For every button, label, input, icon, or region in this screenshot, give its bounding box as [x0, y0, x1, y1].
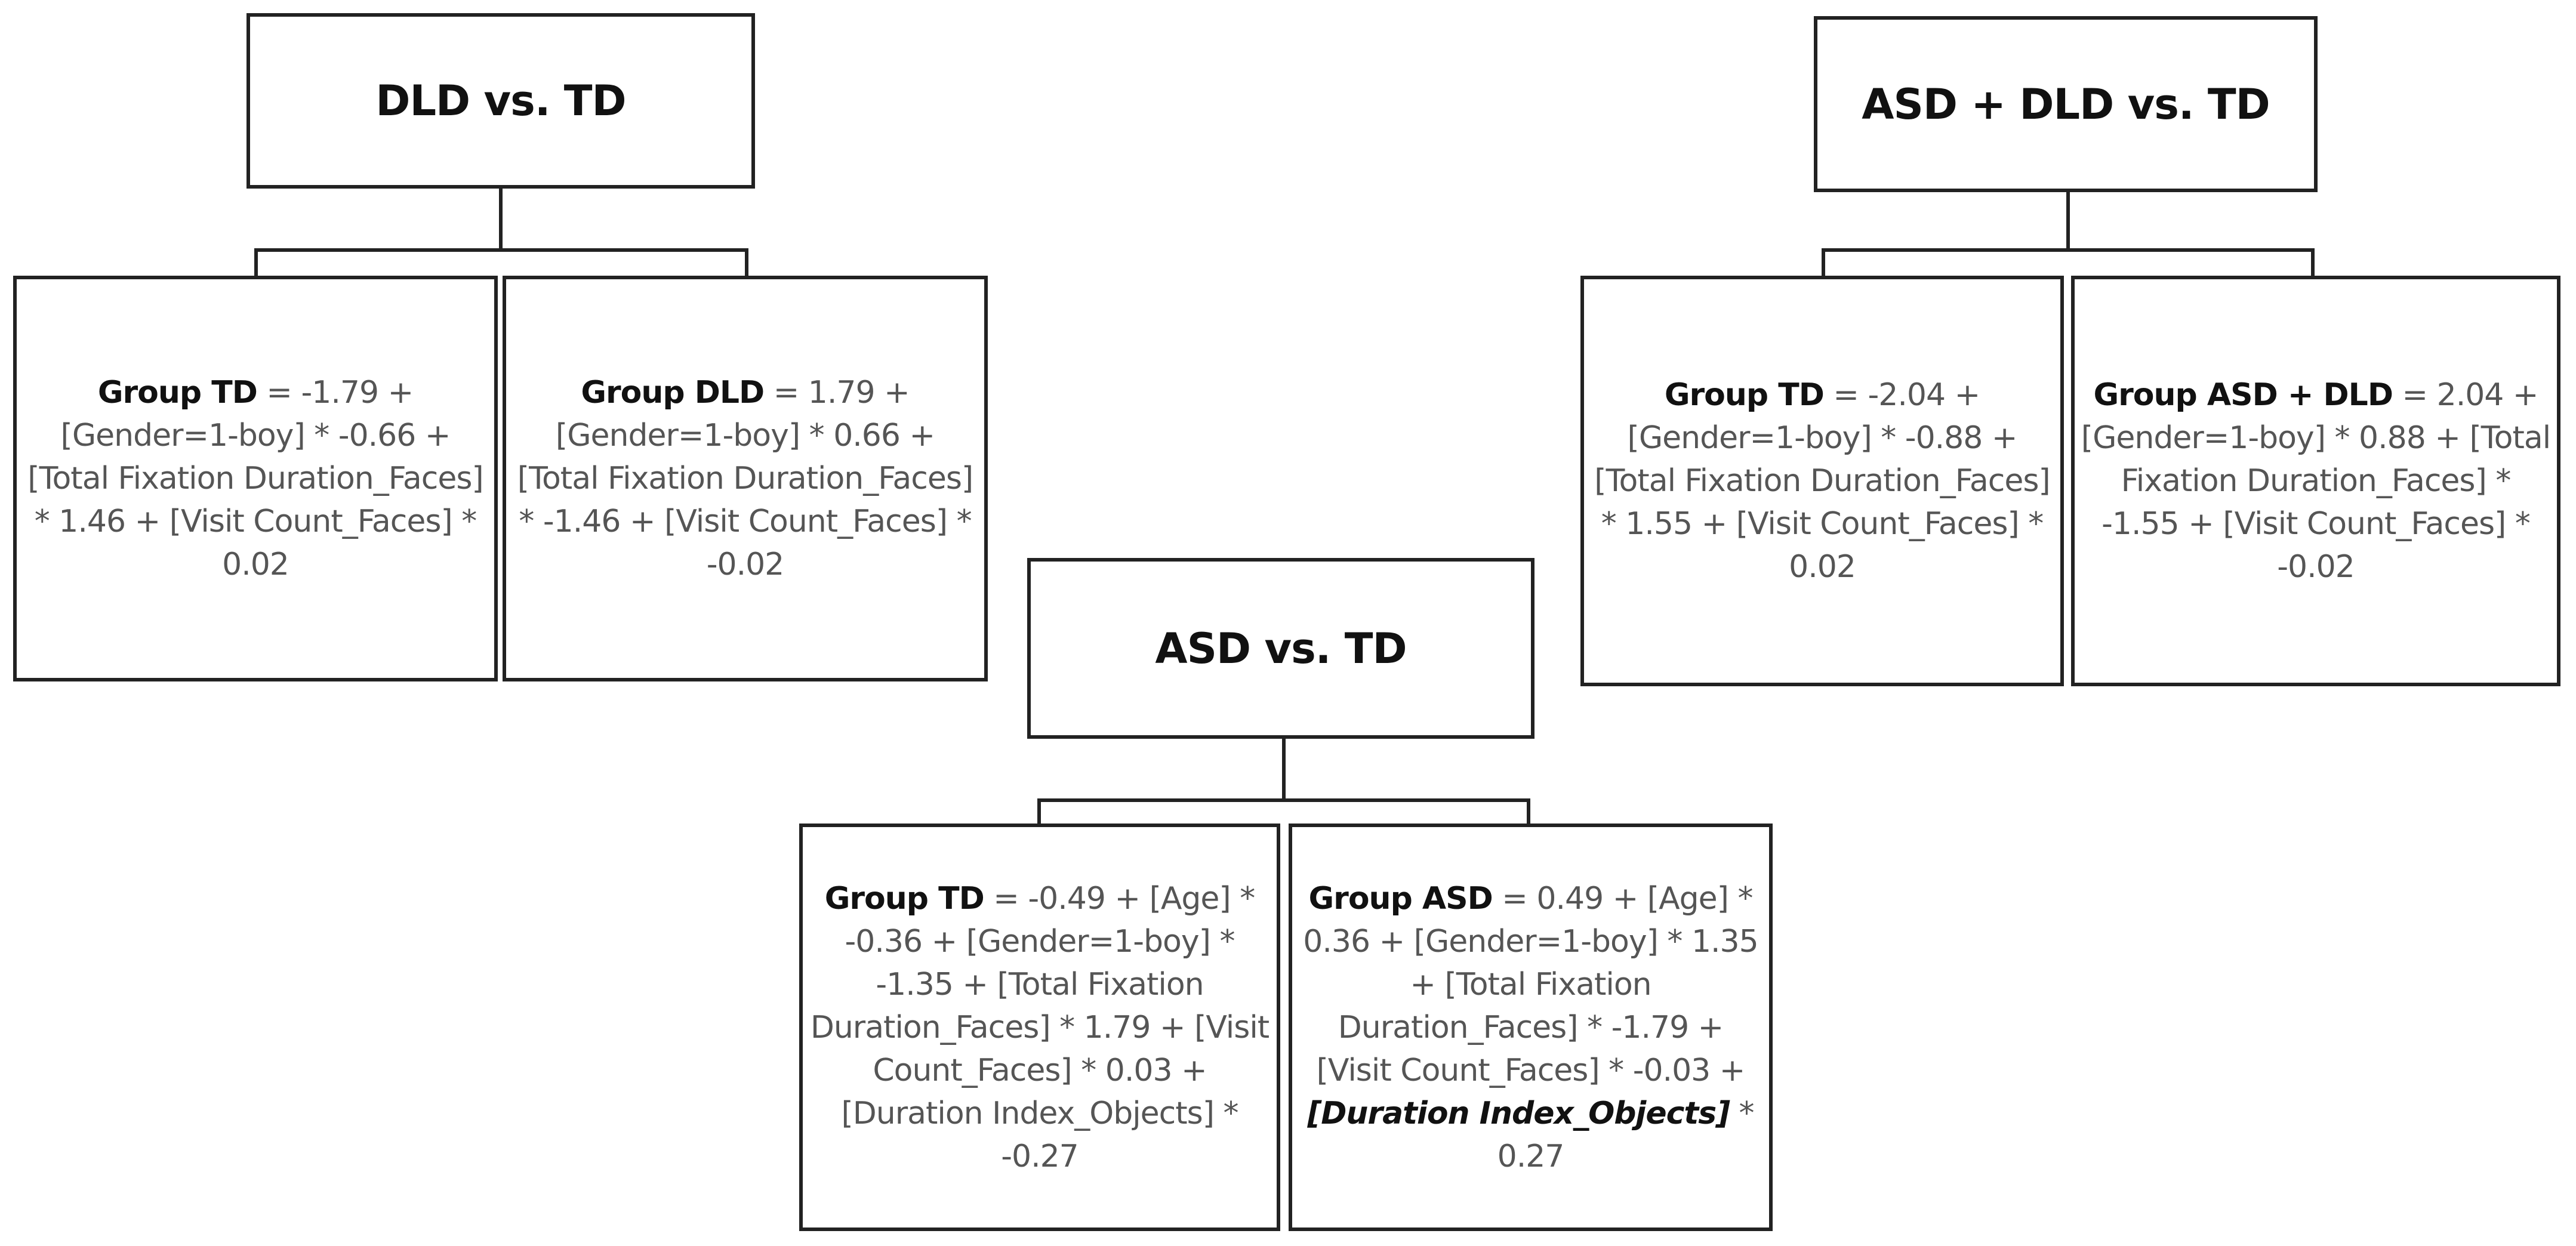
equation-terms: = 1.79 + [Gender=1-boy] * 0.66 + [Total …: [517, 375, 973, 582]
equation-group-label: Group TD: [824, 880, 985, 917]
equation-box: Group TD = -0.49 + [Age] * -0.36 + [Gend…: [799, 824, 1280, 1231]
equation-group-label: Group TD: [1664, 377, 1825, 413]
equation-text: Group DLD = 1.79 + [Gender=1-boy] * 0.66…: [512, 371, 978, 586]
equation-terms: = -0.49 + [Age] * -0.36 + [Gender=1-boy]…: [810, 880, 1269, 1174]
equation-text: Group ASD = 0.49 + [Age] * 0.36 + [Gende…: [1298, 877, 1763, 1178]
connector: [1282, 739, 1286, 801]
equation-box: Group TD = -2.04 + [Gender=1-boy] * -0.8…: [1580, 276, 2064, 686]
connector: [254, 248, 258, 277]
equation-group-label: Group ASD: [1308, 880, 1493, 917]
connector: [1527, 798, 1530, 825]
equation-group-label: Group DLD: [581, 375, 765, 411]
connector: [2066, 192, 2070, 251]
equation-terms: = 0.49 + [Age] * 0.36 + [Gender=1-boy] *…: [1303, 880, 1758, 1088]
equation-terms: = -1.79 + [Gender=1-boy] * -0.66 + [Tota…: [27, 375, 483, 582]
equation-terms: = 2.04 + [Gender=1-boy] * 0.88 + [Total …: [2081, 377, 2551, 585]
equation-group-label: Group ASD + DLD: [2093, 377, 2393, 413]
tree-title-asd-vs-td: ASD vs. TD: [1027, 558, 1534, 739]
connector: [254, 248, 748, 252]
equation-box: Group ASD + DLD = 2.04 + [Gender=1-boy] …: [2071, 276, 2560, 686]
equation-terms: = -2.04 + [Gender=1-boy] * -0.88 + [Tota…: [1594, 377, 2050, 585]
tree-title-dld-vs-td: DLD vs. TD: [246, 13, 755, 189]
equation-text: Group TD = -1.79 + [Gender=1-boy] * -0.6…: [23, 371, 488, 586]
connector: [1037, 798, 1041, 825]
tree-title-asd-dld-vs-td: ASD + DLD vs. TD: [1814, 16, 2318, 192]
equation-group-label: Group TD: [97, 375, 258, 411]
tree-title: DLD vs. TD: [375, 76, 626, 125]
equation-group-label: [Duration Index_Objects]: [1307, 1095, 1730, 1131]
connector: [745, 248, 748, 277]
equation-box: Group TD = -1.79 + [Gender=1-boy] * -0.6…: [13, 276, 498, 681]
equation-box: Group DLD = 1.79 + [Gender=1-boy] * 0.66…: [503, 276, 988, 681]
connector: [2311, 248, 2315, 277]
equation-text: Group TD = -2.04 + [Gender=1-boy] * -0.8…: [1590, 374, 2054, 588]
equation-box: Group ASD = 0.49 + [Age] * 0.36 + [Gende…: [1289, 824, 1773, 1231]
connector: [1037, 798, 1530, 802]
tree-title: ASD vs. TD: [1155, 624, 1407, 673]
connector: [499, 189, 503, 251]
equation-text: Group ASD + DLD = 2.04 + [Gender=1-boy] …: [2081, 374, 2551, 588]
connector: [1822, 248, 2315, 252]
equation-terms: * 0.27: [1497, 1095, 1755, 1174]
connector: [1822, 248, 1825, 277]
tree-title: ASD + DLD vs. TD: [1862, 79, 2270, 129]
equation-text: Group TD = -0.49 + [Age] * -0.36 + [Gend…: [809, 877, 1271, 1178]
